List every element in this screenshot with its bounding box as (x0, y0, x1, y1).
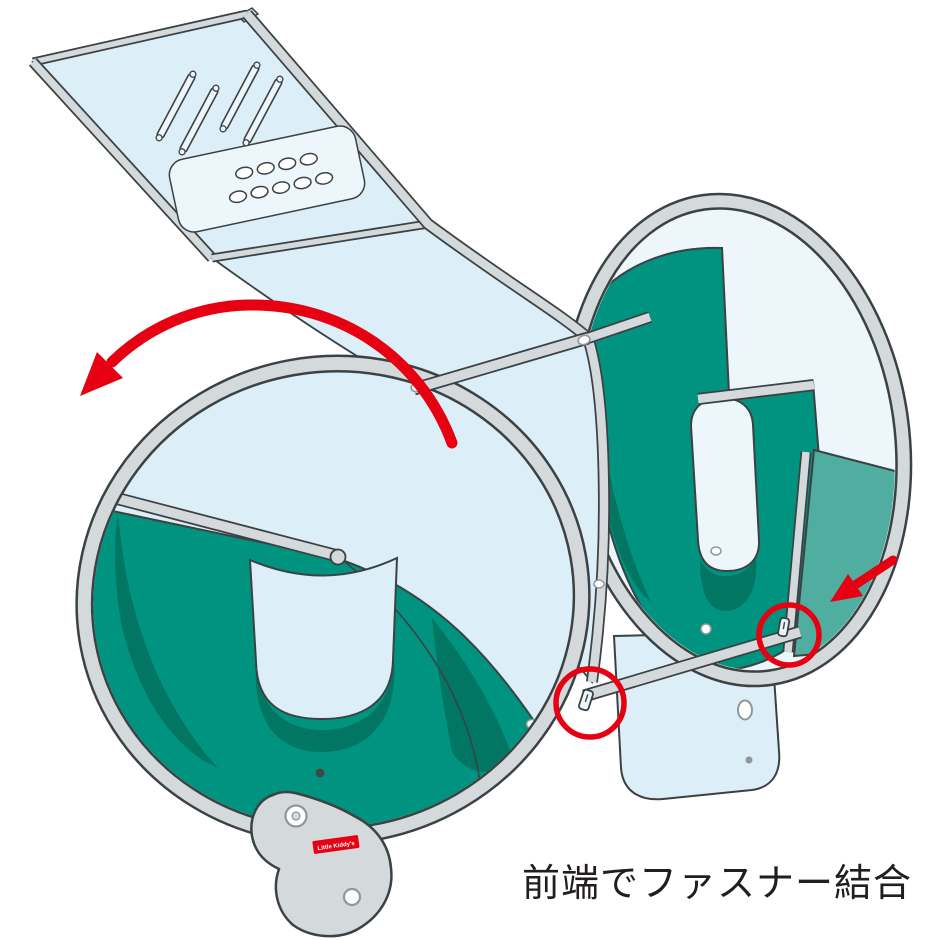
flap-hole (737, 699, 753, 721)
right-horizontal-frame-bar (697, 379, 815, 405)
left-fabric-stud (315, 768, 325, 778)
crossbar-rivet-right (577, 334, 591, 346)
caption-text: 前端でファスナー結合 (522, 863, 913, 905)
plate-hole-upper-pin (291, 811, 301, 821)
zipper-pull-left (578, 688, 594, 712)
strap-slot-4 (242, 75, 284, 147)
attach-arrowhead-icon (830, 574, 863, 602)
attach-direction-arrow (830, 555, 898, 602)
left-crossbar (98, 487, 347, 566)
right-vertical-frame-bar (782, 451, 812, 653)
plate-hole-lower (342, 887, 362, 907)
right-under-window-shade (700, 558, 757, 612)
fold-arrowhead-icon (80, 352, 123, 396)
left-teal-shade-fold (432, 618, 514, 772)
mount-plate: Little Kiddy's (250, 790, 393, 938)
flap-rivet (745, 756, 753, 764)
right-rivet-1 (710, 546, 722, 556)
right-rivet-2 (700, 623, 712, 635)
right-seat-window (689, 396, 761, 573)
left-leg-opening (248, 556, 399, 721)
strap-slot-2 (178, 84, 220, 156)
fastener-highlight-right (756, 602, 822, 668)
strap-slot-3 (219, 61, 261, 133)
panel-rail-right (242, 10, 611, 683)
brand-label-text: Little Kiddy's (317, 841, 356, 852)
vent-holes (228, 152, 334, 204)
panel-rail-bottom (211, 219, 429, 263)
left-under-u-shade (255, 658, 395, 752)
crossbar-extension (586, 311, 652, 344)
fold-direction-arrow (80, 299, 458, 449)
vent-patch (168, 125, 366, 233)
panel-rail-top (32, 9, 248, 67)
zipper-pull-right (777, 617, 791, 638)
brand-label: Little Kiddy's (312, 835, 360, 854)
rail-rivet (593, 579, 605, 589)
left-teal-shade-left (114, 512, 218, 768)
strap-slot-1 (155, 70, 197, 142)
fastener-highlight-left (553, 666, 627, 740)
